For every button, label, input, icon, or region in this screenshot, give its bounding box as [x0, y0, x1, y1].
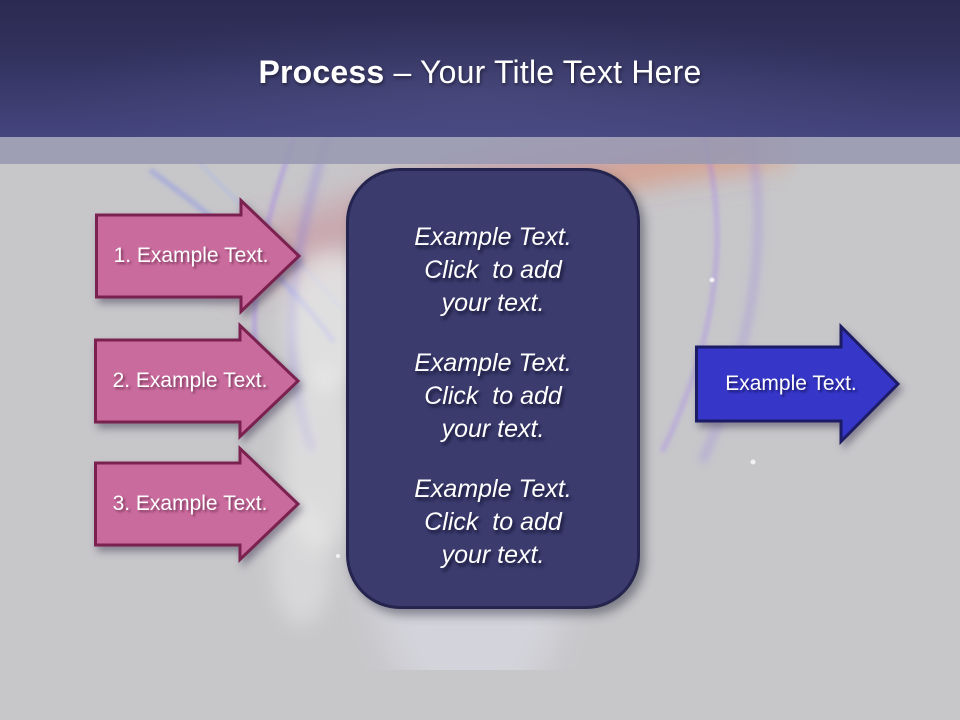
accent-band	[0, 137, 960, 164]
process-step-2[interactable]: 2. Example Text.	[94, 321, 301, 441]
process-step-2-label[interactable]: 2. Example Text.	[112, 369, 268, 392]
process-step-1-label[interactable]: 1. Example Text.	[113, 244, 269, 267]
process-step-3-label[interactable]: 3. Example Text.	[112, 492, 268, 515]
placeholder-text-2[interactable]: Example Text. Click to add your text.	[414, 349, 572, 443]
process-step-1[interactable]: 1. Example Text.	[95, 196, 302, 316]
right-arrow-shape-icon	[95, 196, 302, 316]
right-arrow-shape-icon	[695, 322, 901, 446]
placeholder-text-3[interactable]: Example Text. Click to add your text.	[414, 475, 572, 569]
page-title-rest: – Your Title Text Here	[384, 54, 702, 90]
right-arrow-shape-icon	[94, 444, 301, 564]
title-bar-glow	[0, 0, 960, 137]
output-arrow[interactable]: Example Text.	[695, 322, 901, 446]
center-content-box[interactable]: Example Text. Click to add your text. Ex…	[346, 168, 640, 609]
placeholder-text-1[interactable]: Example Text. Click to add your text.	[414, 223, 572, 317]
page-title[interactable]: Process – Your Title Text Here	[0, 53, 960, 91]
process-step-3[interactable]: 3. Example Text.	[94, 444, 301, 564]
title-bar	[0, 0, 960, 137]
right-arrow-shape-icon	[94, 321, 301, 441]
page-title-emphasis: Process	[258, 54, 385, 90]
output-arrow-label[interactable]: Example Text.	[725, 372, 857, 395]
